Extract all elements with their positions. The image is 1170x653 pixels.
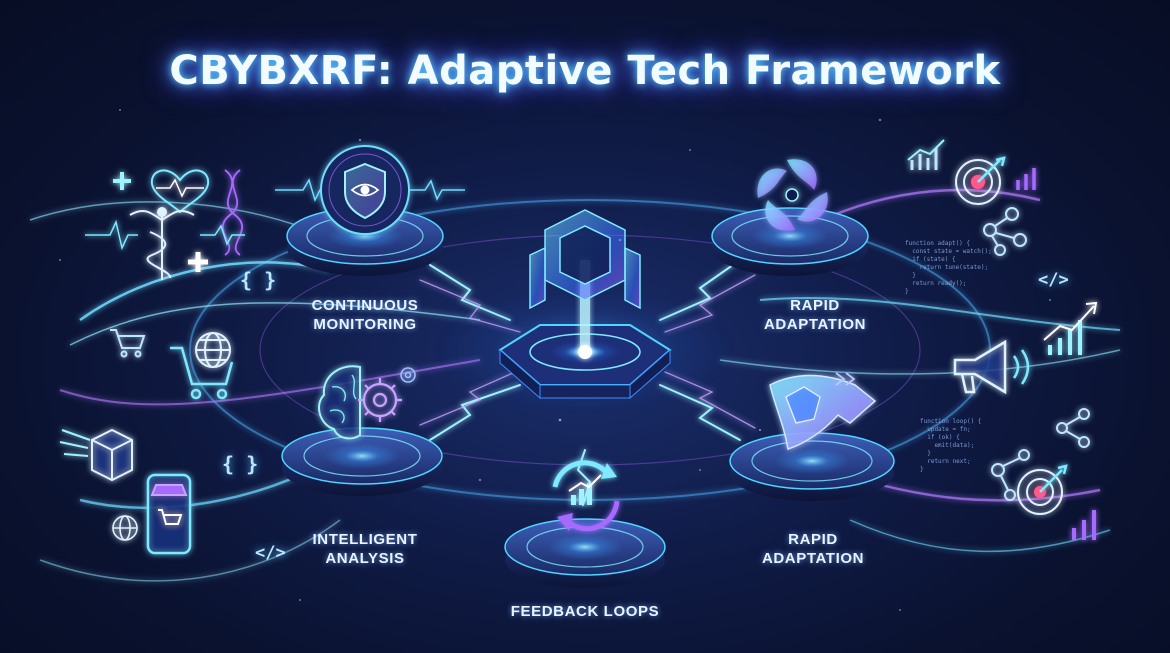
growth-chart-icon: [1043, 301, 1098, 355]
globe-icon-small: [112, 515, 138, 541]
target-icon-2: [1017, 464, 1068, 515]
label-rapid-adaptation-top: RAPID ADAPTATION: [763, 297, 867, 333]
network-icon: [983, 207, 1027, 256]
plus-icon-2: [188, 252, 208, 272]
network-icon-2: [991, 449, 1030, 501]
code-tag-icon-left: </>: [255, 543, 286, 563]
plus-icon: [113, 172, 131, 190]
commerce-icons: [110, 329, 234, 400]
cycle-chart-icon: [552, 460, 620, 532]
cart-icon-large: [170, 346, 234, 400]
arrow-gem-icon: [769, 372, 877, 450]
pad-adaptation-top: [711, 207, 869, 276]
winged-box-icon: [59, 428, 133, 482]
health-icons: [85, 169, 245, 280]
globe-icon: [195, 332, 231, 368]
code-snippet-bottom: function loop() { update = fn; if (ok) {…: [920, 418, 982, 473]
dna-icon: [222, 169, 243, 256]
label-feedback-loops: FEEDBACK LOOPS: [510, 603, 660, 620]
bar-chart-icon-2: [1016, 168, 1036, 190]
analytics-icons: [907, 139, 1098, 540]
pad-feedback: [504, 518, 666, 588]
left-data-streams: [29, 201, 481, 582]
label-intelligent-analysis: INTELLIGENT ANALYSIS: [312, 531, 418, 567]
code-tag-icon-right-top: </>: [1038, 270, 1069, 290]
megaphone-icon: [953, 339, 1030, 395]
page-title: CBYBXRF: Adaptive Tech Framework: [169, 48, 1001, 94]
core-tower-icon: [435, 209, 735, 410]
brain-gear-icon: [318, 365, 416, 440]
pad-adaptation-bottom: [729, 432, 895, 501]
pad-analysis: [281, 427, 443, 496]
bar-chart-icon-3: [1072, 510, 1096, 540]
shield-eye-icon: [275, 145, 465, 235]
cart-icon-small: [110, 329, 146, 358]
label-continuous-monitoring: CONTINUOUS MONITORING: [311, 297, 419, 333]
label-rapid-adaptation-bottom: RAPID ADAPTATION: [761, 531, 865, 567]
code-snippet-top: function adapt() { const state = watch()…: [905, 240, 992, 295]
share-icon: [1056, 408, 1090, 448]
pad-monitoring: [286, 207, 444, 276]
mobile-store-icon: [146, 473, 192, 555]
logistics-icons: [59, 428, 192, 555]
caduceus-icon: [129, 207, 195, 280]
braces-icon-top: { }: [240, 268, 277, 292]
bar-chart-icon: [907, 139, 945, 170]
braces-icon-bottom: { }: [222, 452, 259, 476]
target-icon: [955, 156, 1006, 205]
vortex-icon: [757, 159, 828, 231]
